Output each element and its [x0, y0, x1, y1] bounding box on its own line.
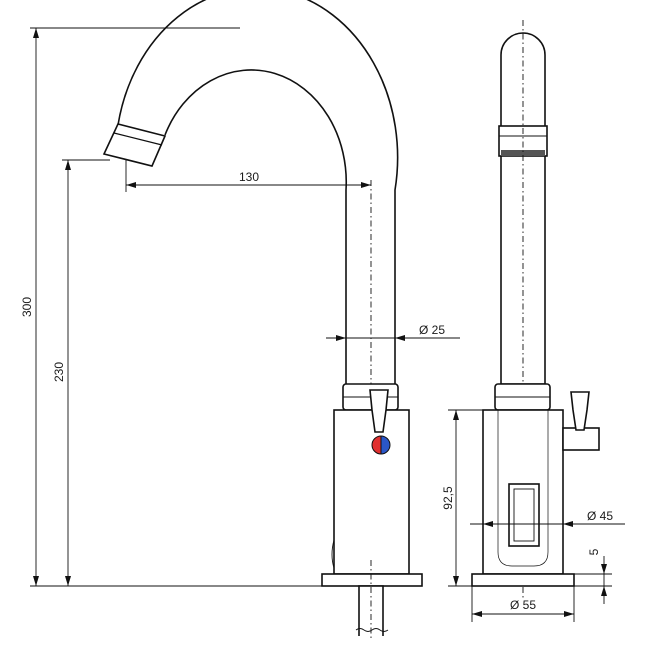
spout-outer-outline	[117, 0, 399, 386]
dimension-5: 5	[574, 548, 612, 604]
side-view	[30, 0, 423, 640]
front-lever-handle	[570, 391, 590, 431]
cold-indicator-half	[380, 435, 391, 455]
dimension-diameter-25: Ø 25	[326, 323, 460, 341]
dimension-230: 230	[52, 159, 110, 586]
front-body-inner	[497, 410, 549, 567]
dimension-92-5: 92,5	[441, 409, 483, 587]
hot-indicator-half	[371, 435, 382, 455]
base-diameter-label: Ø 55	[510, 598, 536, 612]
front-lever-stem	[562, 427, 600, 451]
sensor-window	[508, 483, 540, 547]
base-plate	[321, 573, 423, 587]
shank-thread	[355, 628, 389, 632]
hot-cold-indicator	[371, 435, 391, 455]
dimension-300: 300	[20, 27, 240, 586]
spout-height-label: 230	[52, 362, 66, 382]
front-base-plate	[471, 573, 575, 587]
base-thickness-label: 5	[587, 548, 601, 555]
lever-handle	[369, 389, 389, 433]
faucet-body	[333, 409, 410, 575]
body-diameter-label: Ø 45	[587, 509, 613, 523]
overall-height-label: 300	[20, 297, 34, 317]
sensor-window-inner	[513, 488, 535, 542]
spout-diameter-label: Ø 25	[419, 323, 445, 337]
front-aerator-mesh	[501, 150, 545, 156]
spout-reach-label: 130	[239, 170, 259, 184]
body-side-curve	[331, 539, 335, 569]
spout-aerator	[102, 123, 167, 167]
body-height-label: 92,5	[441, 486, 455, 510]
front-spout	[500, 32, 546, 385]
dimension-diameter-45: Ø 45	[470, 509, 625, 527]
aerator-band	[113, 132, 163, 146]
dimension-diameter-55: Ø 55	[471, 586, 575, 622]
spout-inner-outline	[164, 69, 348, 386]
dimension-130: 130	[125, 160, 371, 192]
front-view	[471, 20, 612, 600]
